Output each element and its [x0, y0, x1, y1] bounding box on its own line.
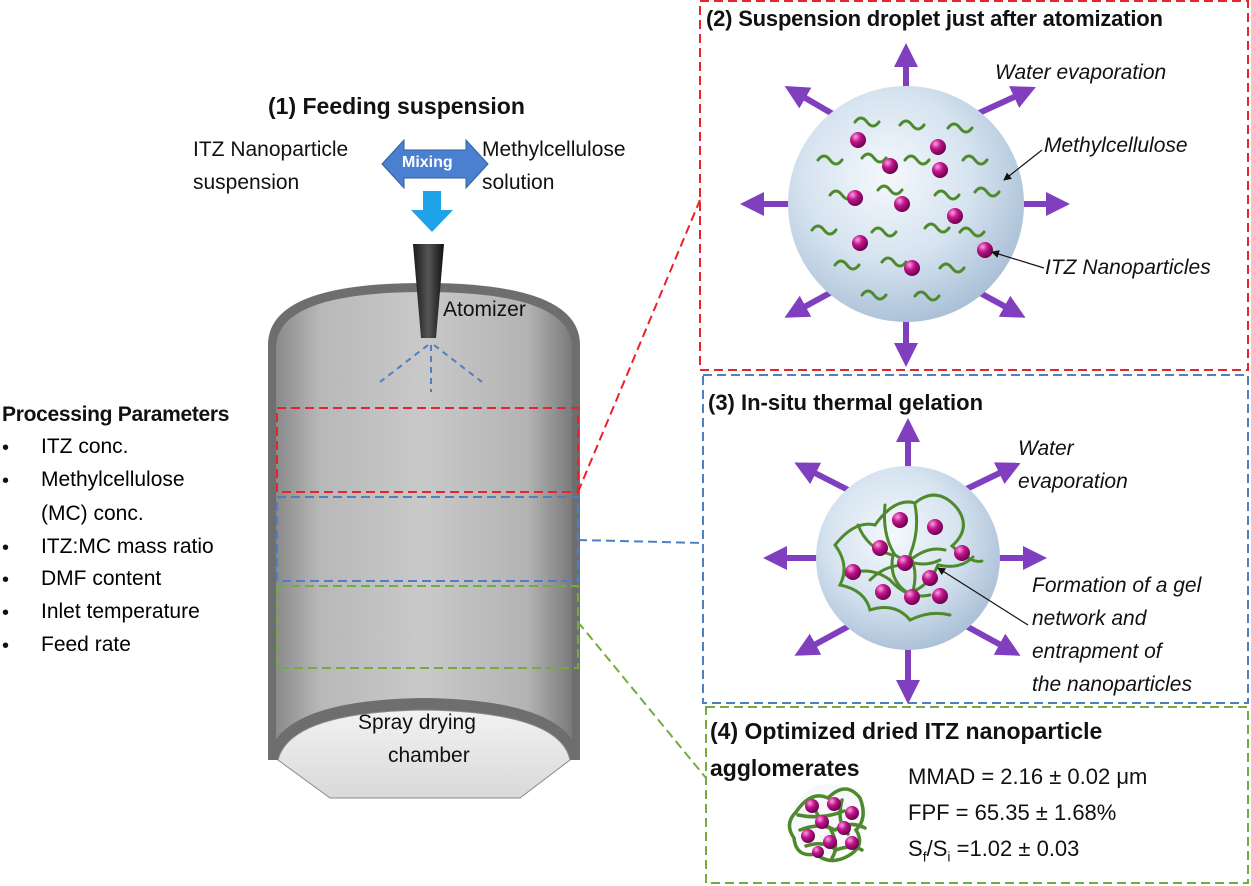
feed-right-line1: Methylcellulose [482, 138, 626, 161]
param-item: Methylcellulose [41, 468, 185, 491]
gel-water-line2: evaporation [1018, 470, 1128, 493]
panel-2-box [699, 0, 1249, 371]
feed-arrow [411, 191, 453, 232]
methylcellulose-label: Methylcellulose [1044, 134, 1188, 157]
ratio-rest: =1.02 ± 0.03 [950, 836, 1080, 861]
ratio-s1: S [908, 836, 923, 861]
methylcellulose-strands [810, 116, 1001, 302]
param-item: ITZ conc. [41, 435, 129, 458]
gel-formation-line2: network and [1032, 607, 1147, 630]
bullet-icon: • [2, 635, 10, 657]
feed-left-line1: ITZ Nanoparticle [193, 138, 349, 161]
feed-right-line2: solution [482, 171, 555, 194]
spray-lines [379, 344, 483, 392]
panel-3-title: (3) In-situ thermal gelation [708, 390, 984, 415]
mmad-value: MMAD = 2.16 ± 0.02 μm [908, 764, 1148, 789]
atomizer-label: Atomizer [443, 298, 526, 321]
ratio-sub-f: f [922, 848, 927, 865]
chamber-label-line1: Spray drying [358, 711, 476, 734]
processing-title: Processing Parameters [2, 403, 230, 426]
connector-red [577, 199, 701, 493]
mixing-label: Mixing [402, 154, 453, 171]
zone-blue [276, 496, 579, 582]
itz-pointer [991, 250, 1045, 269]
connector-green [577, 621, 707, 779]
feeding-title: (1) Feeding suspension [268, 93, 525, 119]
panel-4-title-line2: agglomerates [710, 755, 860, 781]
param-item: DMF content [41, 567, 162, 590]
bullet-icon: • [2, 470, 10, 492]
sf-si-ratio: Sf/Si =1.02 ± 0.03 [908, 836, 1079, 864]
param-item: (MC) conc. [41, 502, 144, 525]
fpf-value: FPF = 65.35 ± 1.68% [908, 800, 1117, 825]
bullet-icon: • [2, 437, 10, 459]
bullet-icon: • [2, 537, 10, 559]
zone-red [276, 407, 579, 493]
mc-pointer [1003, 149, 1043, 181]
itz-nanoparticles-label: ITZ Nanoparticles [1045, 256, 1211, 279]
param-item: Feed rate [41, 633, 131, 656]
connector-blue [577, 539, 704, 544]
bullet-icon: • [2, 602, 10, 624]
panel-4-title-line1: (4) Optimized dried ITZ nanoparticle [710, 718, 1103, 744]
mixing-arrow [381, 138, 489, 190]
gel-pointer [937, 567, 1029, 626]
itz-nanoparticles [847, 132, 993, 276]
gel-formation-line1: Formation of a gel [1032, 574, 1202, 597]
atomizer-nozzle [413, 244, 444, 338]
ratio-s2: /S [926, 836, 948, 861]
bullet-icon: • [2, 569, 10, 591]
agglomerate-icon [787, 784, 867, 863]
panel-2-title: (2) Suspension droplet just after atomiz… [706, 6, 1163, 31]
zone-green [276, 585, 579, 669]
gel-water-line1: Water [1018, 437, 1074, 460]
panel-3-box [702, 374, 1249, 704]
feed-left-line2: suspension [193, 171, 300, 194]
gel-nanoparticles [845, 512, 970, 605]
gel-formation-line3: entrapment of [1032, 640, 1162, 663]
water-evaporation-label: Water evaporation [995, 61, 1167, 84]
param-item: Inlet temperature [41, 600, 200, 623]
chamber-label-line2: chamber [388, 744, 470, 767]
gel-formation-line4: the nanoparticles [1032, 673, 1192, 696]
panel-4-box [705, 706, 1249, 884]
ratio-sub-i: i [947, 848, 951, 865]
param-item: ITZ:MC mass ratio [41, 535, 214, 558]
